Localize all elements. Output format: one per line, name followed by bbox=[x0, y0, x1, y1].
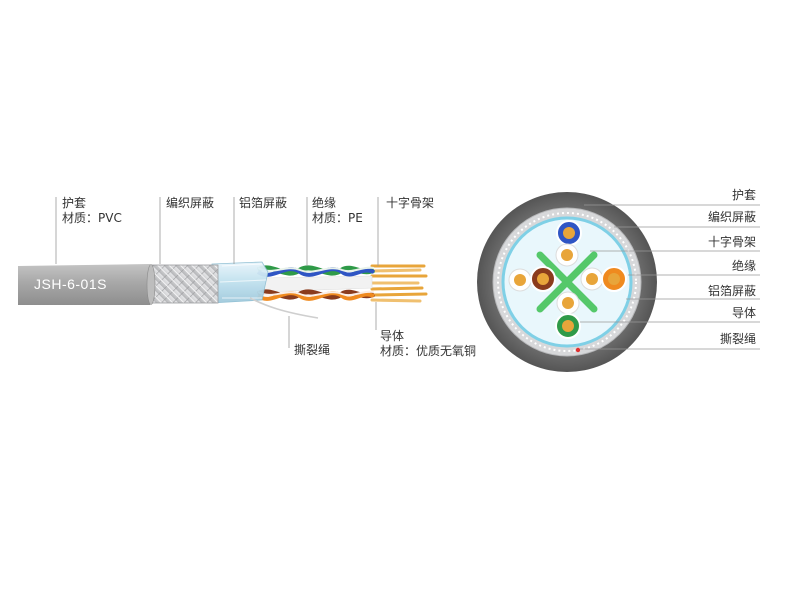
label-insulation-name: 绝缘 bbox=[312, 196, 337, 210]
cross-label-braid: 编织屏蔽 bbox=[707, 210, 756, 224]
cross-braid-texture bbox=[497, 212, 637, 352]
cross-leader-lines bbox=[580, 204, 760, 350]
twisted-pairs bbox=[256, 265, 376, 301]
ripcord-side bbox=[249, 297, 319, 319]
pair-orange bbox=[580, 266, 627, 292]
label-ripcord: 撕裂绳 bbox=[294, 343, 331, 357]
model-number: JSH-6-01S bbox=[34, 276, 107, 292]
cross-ripcord bbox=[575, 347, 581, 353]
label-insulation-material: 材质：PE bbox=[312, 211, 363, 225]
label-jacket-name: 护套 bbox=[62, 196, 87, 210]
cross-filler-side bbox=[261, 275, 373, 293]
cross-filler-x bbox=[536, 251, 598, 313]
cross-section bbox=[477, 192, 657, 372]
label-insulation: 绝缘 材质：PE bbox=[312, 196, 363, 226]
label-foil: 铝箔屏蔽 bbox=[239, 196, 288, 210]
pair-brown bbox=[508, 266, 556, 292]
label-jacket: 护套 材质：PVC bbox=[62, 196, 122, 226]
side-view-cable bbox=[18, 261, 428, 319]
label-cross-filler: 十字骨架 bbox=[386, 196, 435, 210]
braid-shield-side bbox=[147, 264, 219, 304]
cross-label-cross-filler: 十字骨架 bbox=[707, 235, 756, 249]
label-jacket-material: 材质：PVC bbox=[62, 211, 122, 225]
cross-label-ripcord: 撕裂绳 bbox=[719, 332, 756, 346]
cross-label-jacket: 护套 bbox=[731, 188, 756, 202]
label-braid: 编织屏蔽 bbox=[166, 196, 215, 210]
label-conductor: 导体 材质：优质无氧铜 bbox=[380, 329, 476, 359]
cross-label-conductor: 导体 bbox=[731, 306, 756, 320]
cross-label-insulation: 绝缘 bbox=[731, 259, 756, 273]
jacket-side bbox=[18, 264, 155, 305]
label-conductor-name: 导体 bbox=[380, 329, 405, 343]
label-conductor-material: 材质：优质无氧铜 bbox=[380, 344, 477, 358]
pair-blue bbox=[555, 220, 582, 267]
conductor-ends bbox=[370, 264, 428, 303]
pair-green bbox=[555, 291, 581, 339]
side-leader-lines bbox=[55, 197, 379, 348]
cross-label-foil: 铝箔屏蔽 bbox=[707, 284, 756, 298]
foil-shield-side bbox=[211, 261, 269, 304]
